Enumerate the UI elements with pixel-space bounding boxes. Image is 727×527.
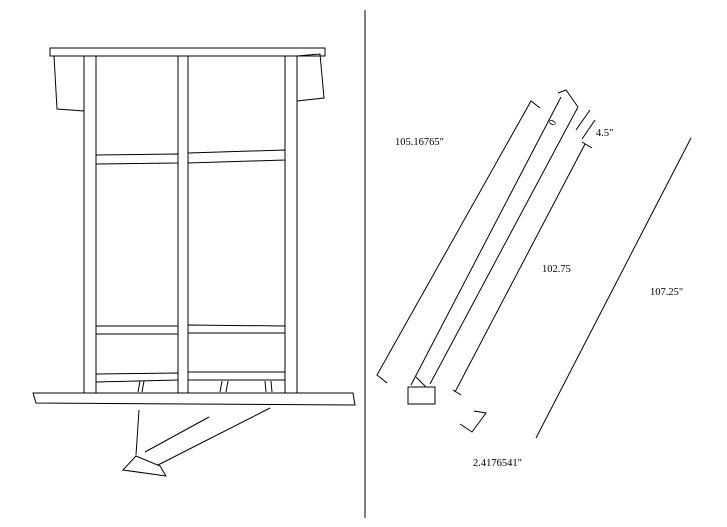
dimension-bracket-offset [459, 410, 487, 433]
rotated-stud-detail: 0 105.16765" 4.5" 102.75 107.25" 2.41765… [376, 89, 692, 469]
blocking-bottom-right [187, 371, 286, 381]
blocking-upper-left [95, 153, 179, 165]
label-inner-length: 102.75 [542, 264, 571, 275]
sole-plate [32, 392, 356, 406]
stud-top-cap [557, 89, 579, 108]
dimension-bracket-long [376, 100, 541, 384]
dimension-line-inner [454, 143, 586, 393]
label-outer-length: 107.25" [650, 287, 683, 298]
label-long-side: 105.16765" [395, 137, 444, 148]
stud-right [284, 55, 298, 394]
end-mark-label: 0 [547, 118, 559, 128]
top-plate [49, 47, 326, 57]
wall-frame-elevation [32, 47, 356, 477]
right-flap [296, 53, 325, 102]
swung-bottom-block [121, 455, 167, 477]
dimension-line-outer [535, 137, 692, 439]
label-offset: 2.4176541" [473, 458, 522, 469]
stud-cross-section [407, 386, 436, 405]
blocking-lower-right [187, 324, 286, 334]
left-flap [53, 55, 85, 112]
stud-center [177, 55, 189, 394]
label-thickness: 4.5" [596, 128, 613, 139]
stud-left [83, 55, 97, 394]
blocking-upper-right [187, 149, 286, 164]
blocking-bottom-left [95, 372, 179, 383]
blocking-lower-left [95, 325, 179, 335]
